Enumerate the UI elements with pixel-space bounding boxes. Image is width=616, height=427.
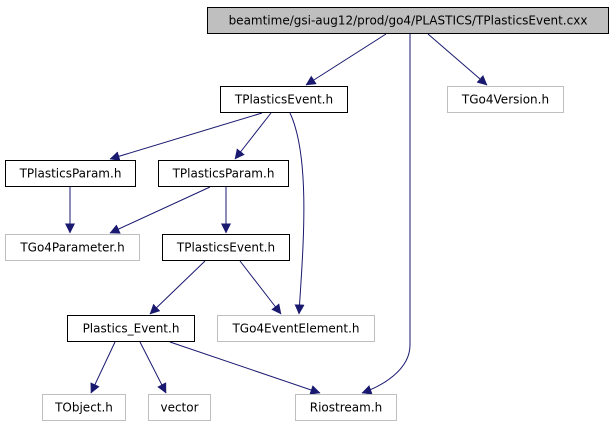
edge-root-to-riostream: [361, 34, 411, 395]
node-box: [158, 160, 289, 187]
node-box: [162, 234, 290, 261]
edge-root-to-tpe_h_1: [305, 33, 387, 86]
node-label: TPlasticsEvent.h: [176, 241, 275, 255]
node-root: beamtime/gsi-aug12/prod/go4/PLASTICS/TPl…: [207, 7, 609, 34]
node-tobject: TObject.h: [42, 394, 126, 421]
node-tgo4version: TGo4Version.h: [447, 86, 564, 113]
node-box: [42, 394, 126, 421]
node-box: [67, 315, 195, 342]
edge-tpe_h_1-to-tpp_h_2: [234, 112, 272, 160]
node-riostream: Riostream.h: [295, 394, 397, 421]
node-tpp_h_1[interactable]: TPlasticsParam.h: [5, 160, 136, 187]
node-label: TPlasticsParam.h: [172, 167, 275, 181]
edge-tpe_h_1-to-tpp_h_1: [109, 112, 263, 162]
edge-plastics_event-to-riostream: [169, 341, 321, 395]
node-box: [5, 160, 136, 187]
node-tpe_h_1[interactable]: TPlasticsEvent.h: [220, 86, 348, 113]
node-box: [217, 315, 375, 342]
edge-tpe_h_2-to-tgo4eventelement: [239, 260, 282, 315]
node-tgo4eventelement: TGo4EventElement.h: [217, 315, 375, 342]
node-label: TPlasticsEvent.h: [234, 93, 333, 107]
node-label: TGo4Parameter.h: [19, 241, 124, 255]
graph-edges: [65, 33, 488, 395]
edge-root-to-tgo4version: [427, 33, 488, 86]
node-box: [148, 394, 211, 421]
edge-tpe_h_2-to-plastics_event: [149, 260, 206, 315]
node-label: beamtime/gsi-aug12/prod/go4/PLASTICS/TPl…: [229, 14, 588, 28]
edge-plastics_event-to-vector: [139, 341, 167, 394]
edge-tpe_h_1-to-tgo4eventelement: [289, 112, 305, 315]
node-vector: vector: [148, 394, 211, 421]
node-box: [5, 234, 140, 261]
node-label: Riostream.h: [310, 401, 383, 415]
edge-plastics_event-to-tobject: [90, 341, 116, 394]
node-label: TGo4EventElement.h: [231, 322, 359, 336]
node-box: [220, 86, 348, 113]
node-box: [207, 7, 609, 34]
node-label: Plastics_Event.h: [83, 322, 180, 336]
node-label: TGo4Version.h: [461, 93, 549, 107]
node-plastics_event[interactable]: Plastics_Event.h: [67, 315, 195, 342]
node-tpe_h_2[interactable]: TPlasticsEvent.h: [162, 234, 290, 261]
edge-tpp_h_2-to-tgo4parameter: [109, 186, 211, 234]
graph-nodes: beamtime/gsi-aug12/prod/go4/PLASTICS/TPl…: [5, 7, 609, 421]
node-label: TObject.h: [54, 401, 113, 415]
node-tpp_h_2[interactable]: TPlasticsParam.h: [158, 160, 289, 187]
node-tgo4parameter: TGo4Parameter.h: [5, 234, 140, 261]
node-label: vector: [160, 401, 198, 415]
node-box: [447, 86, 564, 113]
node-box: [295, 394, 397, 421]
node-label: TPlasticsParam.h: [19, 167, 122, 181]
